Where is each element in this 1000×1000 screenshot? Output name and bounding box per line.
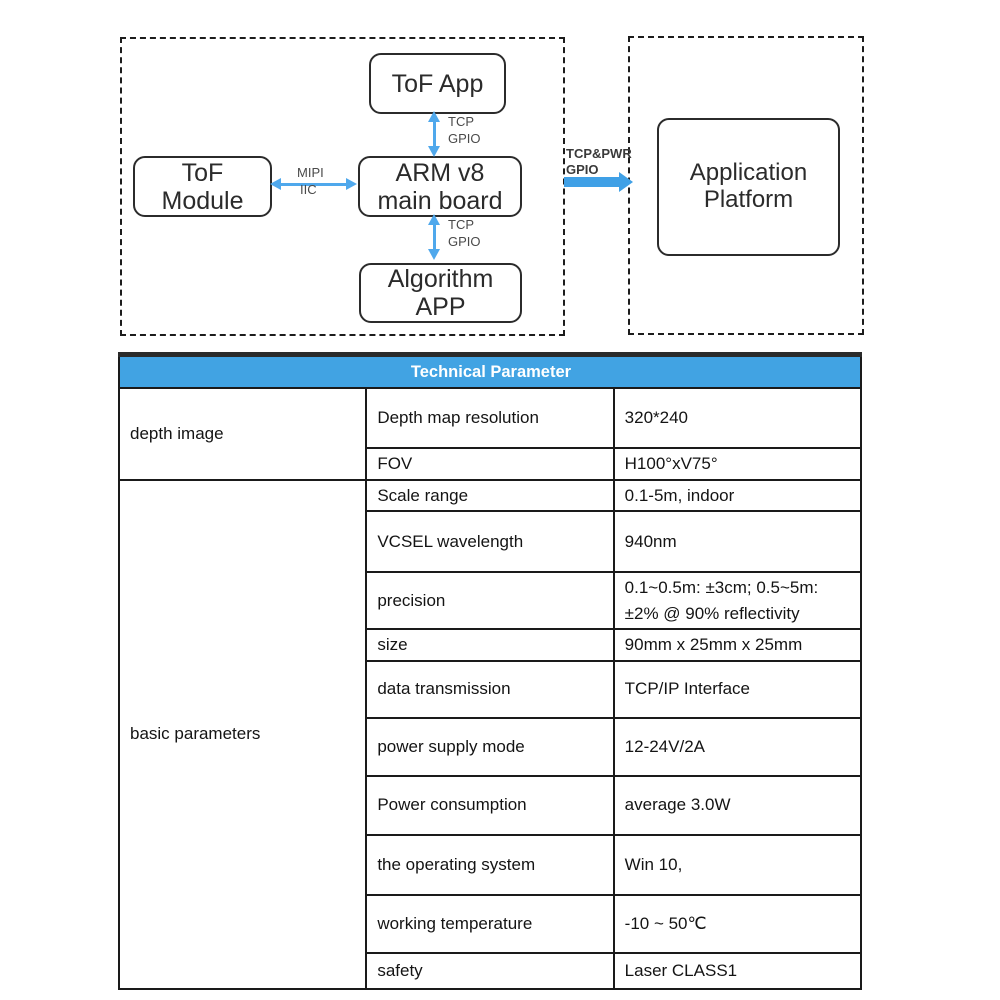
arm-mainboard-box: ARM v8 main board xyxy=(358,156,522,217)
table-title: Technical Parameter xyxy=(118,353,862,389)
technical-parameter-table: Technical Parameter depth image Depth ma… xyxy=(117,352,863,990)
row-value: average 3.0W xyxy=(612,774,863,836)
row-value: Win 10, xyxy=(612,833,863,896)
row-label: precision xyxy=(365,571,615,630)
table-row: size 90mm x 25mm x 25mm xyxy=(119,628,863,662)
table-row: data transmission TCP/IP Interface xyxy=(119,659,863,719)
algorithm-app-box: Algorithm APP xyxy=(359,263,522,323)
arm-algorithm-double-arrow xyxy=(428,214,440,260)
row-label: size xyxy=(365,628,615,662)
table-row: safety Laser CLASS1 xyxy=(119,951,863,990)
row-value: Laser CLASS1 xyxy=(612,951,863,990)
arm-label-line2: main board xyxy=(377,186,503,215)
table-row: precision 0.1~0.5m: ±3cm; 0.5~5m: ±2% @ … xyxy=(119,571,863,630)
tof-module-label-line1: ToF xyxy=(181,158,224,187)
row-value: -10 ~ 50℃ xyxy=(612,893,863,954)
iic-label: IIC xyxy=(300,182,317,197)
platform-label-line2: Platform xyxy=(703,186,794,213)
algorithm-label-line1: Algorithm xyxy=(387,265,494,293)
row-label: FOV xyxy=(365,447,615,481)
table-row: Power consumption average 3.0W xyxy=(119,774,863,836)
mipi-label: MIPI xyxy=(297,165,324,180)
algorithm-label-line2: APP xyxy=(415,293,466,321)
tof-module-label-line2: Module xyxy=(161,186,244,215)
platform-label-line1: Application xyxy=(689,159,808,187)
tof-app-box: ToF App xyxy=(369,53,506,114)
row-value: 90mm x 25mm x 25mm xyxy=(612,628,863,662)
row-value: H100°xV75° xyxy=(612,447,863,481)
tcp-label-top: TCP xyxy=(448,114,474,129)
table-row: working temperature -10 ~ 50℃ xyxy=(119,893,863,954)
table-row: basic parameters Scale range 0.1-5m, ind… xyxy=(117,478,863,990)
row-label: working temperature xyxy=(365,893,615,954)
row-label: Scale range xyxy=(365,478,615,512)
gpio-label-bottom: GPIO xyxy=(448,234,481,249)
row-label: safety xyxy=(365,951,615,990)
tcp-pwr-label: TCP&PWR xyxy=(566,146,632,161)
row-value: 0.1~0.5m: ±3cm; 0.5~5m: ±2% @ 90% reflec… xyxy=(612,571,863,630)
row-value: 0.1-5m, indoor xyxy=(612,478,863,512)
table-row: VCSEL wavelength 940nm xyxy=(119,510,863,573)
row-label: power supply mode xyxy=(365,716,615,777)
row-value: TCP/IP Interface xyxy=(612,659,863,719)
group-depth-image: depth image xyxy=(117,387,368,481)
application-platform-box: Application Platform xyxy=(657,118,840,256)
row-label: VCSEL wavelength xyxy=(365,510,615,573)
tof-module-box: ToF Module xyxy=(133,156,272,217)
table-row: depth image Depth map resolution 320*240 xyxy=(117,387,863,481)
row-value: 320*240 xyxy=(612,387,863,449)
row-value: 940nm xyxy=(612,510,863,573)
table-row: the operating system Win 10, xyxy=(119,833,863,896)
arm-label-line1: ARM v8 xyxy=(395,158,485,187)
tof-app-label: ToF App xyxy=(391,69,484,98)
row-label: data transmission xyxy=(365,659,615,719)
row-value: 12-24V/2A xyxy=(612,716,863,777)
row-label: the operating system xyxy=(365,833,615,896)
tcp-pwr-gpio-arrow xyxy=(564,172,633,192)
group-basic-parameters: basic parameters xyxy=(117,478,368,990)
row-label: Depth map resolution xyxy=(365,387,615,449)
tcp-label-bottom: TCP xyxy=(448,217,474,232)
gpio-right-label: GPIO xyxy=(566,162,599,177)
gpio-label-top: GPIO xyxy=(448,131,481,146)
mipi-iic-double-arrow xyxy=(270,178,357,190)
row-label: Power consumption xyxy=(365,774,615,836)
table-row: power supply mode 12-24V/2A xyxy=(119,716,863,777)
tofapp-arm-double-arrow xyxy=(428,111,440,157)
